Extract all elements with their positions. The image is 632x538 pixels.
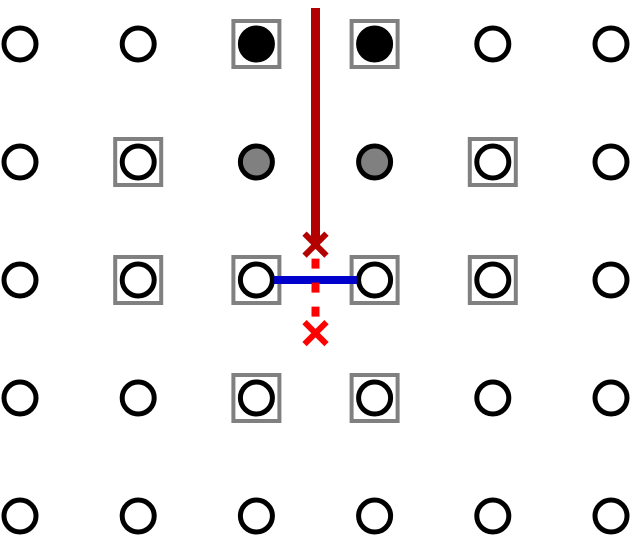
node-filled-dark-r0-c2	[237, 25, 275, 63]
node-box-r3-c3	[349, 373, 400, 423]
node-open-r0-c1	[119, 25, 157, 63]
node-box-r0-c3	[349, 19, 400, 69]
node-open-r2-c5	[592, 261, 630, 299]
node-open-r3-c2	[237, 379, 275, 417]
node-open-r2-c2	[237, 261, 275, 299]
node-open-r4-c3	[356, 497, 394, 535]
cross-marker-dark	[302, 231, 329, 258]
node-open-r4-c1	[119, 497, 157, 535]
node-open-r0-c4	[474, 25, 512, 63]
node-open-r2-c1	[119, 261, 157, 299]
node-filled-gray-r1-c3	[356, 143, 394, 181]
node-open-r1-c4	[474, 143, 512, 181]
node-open-r3-c4	[474, 379, 512, 417]
node-open-r1-c5	[592, 143, 630, 181]
paths-layer	[274, 8, 357, 320]
node-box-r0-c2	[231, 19, 282, 69]
node-box-r2-c4	[467, 255, 518, 305]
node-filled-dark-r0-c3	[356, 25, 394, 63]
node-open-r1-c0	[1, 143, 39, 181]
node-open-r4-c2	[237, 497, 275, 535]
cross-stroke-b	[302, 319, 329, 347]
node-open-r2-c3	[356, 261, 394, 299]
nodes-layer	[1, 25, 630, 535]
node-box-r1-c1	[113, 137, 164, 187]
node-filled-gray-r1-c2	[237, 143, 275, 181]
cross-stroke-b	[302, 231, 329, 258]
node-open-r3-c0	[1, 379, 39, 417]
node-open-r4-c5	[592, 497, 630, 535]
node-open-r3-c3	[356, 379, 394, 417]
node-box-r2-c1	[113, 255, 164, 305]
node-open-r0-c5	[592, 25, 630, 63]
node-open-r0-c0	[1, 25, 39, 63]
node-open-r2-c4	[474, 261, 512, 299]
node-open-r4-c0	[1, 497, 39, 535]
boxes-layer	[113, 19, 518, 423]
node-open-r3-c1	[119, 379, 157, 417]
node-box-r1-c4	[467, 137, 518, 187]
marks-layer	[302, 231, 329, 347]
node-open-r4-c4	[474, 497, 512, 535]
cross-marker-bright	[302, 319, 329, 347]
node-open-r3-c5	[592, 379, 630, 417]
node-open-r1-c1	[119, 143, 157, 181]
node-box-r3-c2	[231, 373, 282, 423]
node-open-r2-c0	[1, 261, 39, 299]
